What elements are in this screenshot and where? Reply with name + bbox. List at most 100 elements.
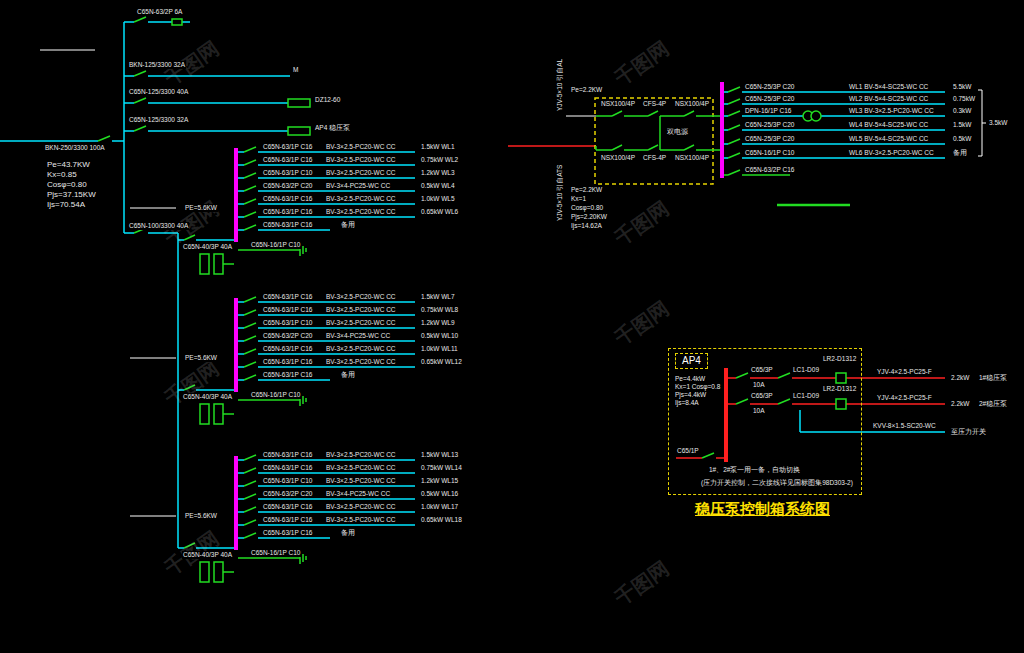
incoming-cable: YJV-5×10 引自ATS <box>556 164 564 222</box>
wire-segment <box>134 126 146 131</box>
wire-segment <box>978 90 986 156</box>
load-label: 1.5kW WL1 <box>420 143 456 151</box>
breaker-label: C65N-40/3P 40A <box>182 551 233 559</box>
wire-segment <box>40 50 95 51</box>
cable-label: BV-3×2.5-PC20-WC CC <box>325 156 397 164</box>
wire-segment <box>134 98 146 103</box>
wire-segment <box>728 139 740 144</box>
parameter-text: Cosφ=0.80 <box>46 180 88 190</box>
breaker-label: C65N-16/1P C10 <box>250 549 301 557</box>
wire-segment <box>836 373 846 383</box>
load-label: 1.0kW WL5 <box>420 195 456 203</box>
load-label: 备用 <box>340 371 356 379</box>
wire-segment <box>821 115 945 117</box>
annotation-label: 10A <box>752 381 766 389</box>
annotation-label: C65/3P <box>750 392 774 400</box>
wire-segment <box>728 87 740 92</box>
load-label: 0.75kW WL2 <box>420 156 459 164</box>
annotation-label: C65N-125/3300 32A <box>128 116 189 124</box>
breaker-label: C65N-63/1P C10 <box>262 477 313 485</box>
wire-segment <box>736 399 748 404</box>
wire-segment <box>728 153 740 158</box>
wire-segment <box>684 111 694 116</box>
breaker-label: C65N-40/3P 40A <box>182 243 233 251</box>
annotation-label: 1#、2#泵一用一备，自动切换 <box>708 466 801 474</box>
wire-segment <box>728 377 736 379</box>
wire-segment <box>724 157 728 159</box>
cable-label: WL6 BV-3×2.5-PC20-WC CC <box>848 149 935 157</box>
wire-segment <box>134 71 146 76</box>
wire-segment <box>148 21 172 23</box>
wire-segment <box>728 99 740 104</box>
wire-segment <box>846 377 945 379</box>
breaker-label: C65N-25/3P C20 <box>744 121 795 129</box>
annotation-label: CFS-4P <box>642 154 667 162</box>
breaker-label: C65N-63/1P C16 <box>262 143 313 151</box>
breaker-label: C65N-63/1P C16 <box>262 516 313 524</box>
annotation-label: 至压力开关 <box>950 428 987 436</box>
breaker-label: C65N-63/1P C16 <box>262 345 313 353</box>
wire-segment <box>124 130 134 132</box>
feeder-group <box>130 455 415 582</box>
breaker-label: C65N-63/1P C10 <box>262 169 313 177</box>
load-label: 5.5kW <box>952 83 972 91</box>
annotation-label: LC1-D09 <box>792 366 820 374</box>
wire-segment <box>811 111 821 121</box>
breaker-label: C65N-25/3P C20 <box>744 95 795 103</box>
breaker-label: C65N-63/1P C16 <box>262 195 313 203</box>
cable-label: WL2 BV-5×4-SC25-WC CC <box>848 95 929 103</box>
cable-label: BV-3×2.5-PC20-WC CC <box>325 143 397 151</box>
wire-segment <box>724 143 728 145</box>
annotation-label: C65/1P <box>676 447 700 455</box>
load-label: 1.2kW WL3 <box>420 169 456 177</box>
breaker-label: C65N-63/1P C16 <box>262 156 313 164</box>
parameter-text: Pjs=37.15KW <box>46 190 97 200</box>
wire-segment <box>624 115 648 117</box>
watermark: 千图网 <box>610 36 675 93</box>
wire-segment <box>124 232 134 234</box>
load-label: 0.65kW WL12 <box>420 358 463 366</box>
wire-segment <box>596 115 612 117</box>
parameter-text: Ijs=14.62A <box>570 222 603 230</box>
wire-segment <box>777 204 850 207</box>
wire-segment <box>836 399 846 409</box>
cable-label: BV-3×4-PC25-WC CC <box>325 490 391 498</box>
wire-segment <box>799 410 801 432</box>
annotation-label: AP4 稳压泵 <box>314 124 351 132</box>
wire-segment <box>659 116 661 150</box>
wire-segment <box>742 91 945 93</box>
wire-segment <box>720 82 724 178</box>
cable-label: BV-3×2.5-PC20-WC CC <box>325 477 397 485</box>
wire-segment <box>596 149 612 151</box>
breaker-label: C65N-63/1P C16 <box>262 451 313 459</box>
annotation-label: 2.2kW <box>950 400 970 408</box>
annotation-label: 10A <box>752 407 766 415</box>
wire-segment <box>742 103 945 105</box>
wire-segment <box>736 373 748 378</box>
wire-segment <box>728 170 740 175</box>
cable-label: BV-3×4-PC25-WC CC <box>325 332 391 340</box>
diagram-title: 稳压泵控制箱系统图 <box>695 500 830 519</box>
panel-name: AP4 <box>675 353 708 369</box>
wire-segment <box>742 157 945 159</box>
wire-segment <box>716 457 724 459</box>
load-label: 0.65kW WL18 <box>420 516 463 524</box>
wire-segment <box>648 111 658 116</box>
cable-label: BV-3×2.5-PC20-WC CC <box>325 208 397 216</box>
breaker-label: C65N-63/2P C16 <box>744 166 795 174</box>
breaker-label: C65N-40/3P 40A <box>182 393 233 401</box>
annotation-label: YJV-4×2.5-PC25-F <box>876 394 933 402</box>
wire-segment <box>98 136 110 141</box>
wire-segment <box>172 19 182 25</box>
parameter-text: Kx=1 <box>570 195 587 203</box>
annotation-label: 2.2kW <box>950 374 970 382</box>
load-label: 备用 <box>952 149 968 157</box>
annotation-label: 3.5kW <box>988 119 1008 127</box>
load-label: 1.2kW WL15 <box>420 477 459 485</box>
wire-segment <box>724 174 728 176</box>
parameter-text: Pe=2.2KW <box>570 86 603 94</box>
annotation-label: C65N-63/2P 6A <box>136 8 183 16</box>
annotation-label: BKN-250/3300 100A <box>44 144 106 152</box>
load-label: 0.3kW <box>952 107 972 115</box>
wire-segment <box>750 377 778 379</box>
